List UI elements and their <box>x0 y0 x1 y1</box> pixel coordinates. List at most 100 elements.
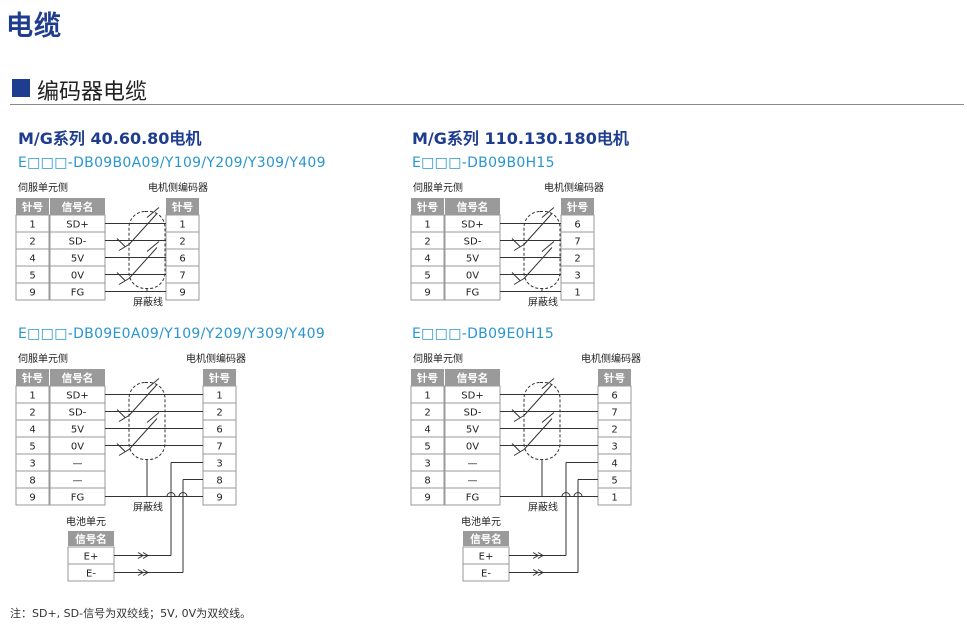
signal-label: 5V <box>71 254 84 265</box>
motor-pin-header: 针号 <box>208 372 230 385</box>
signal-label: 5V <box>466 425 479 436</box>
signal-label: 0V <box>466 442 479 453</box>
right-pin-label: 6 <box>574 220 580 231</box>
signal-header-cell <box>50 198 105 215</box>
pin-header-cell <box>411 369 444 386</box>
battery-signal-label: E- <box>481 569 491 580</box>
pin-header-cell <box>16 369 49 386</box>
left-pin-label: 5 <box>29 442 35 453</box>
motor-side-label: 电机侧编码器 <box>148 181 208 194</box>
left-pin-label: 2 <box>424 408 430 419</box>
page-title: 电缆 <box>6 11 62 42</box>
motor-pin-header: 针号 <box>566 201 588 214</box>
right-pin-label: 1 <box>574 288 580 299</box>
right-pin-label: 7 <box>179 271 185 282</box>
left-pin-label: 8 <box>29 476 35 487</box>
series-title-1: M/G系列 40.60.80电机 <box>18 129 202 148</box>
motor-side-label: 电机侧编码器 <box>581 352 641 365</box>
signal-header-cell <box>50 369 105 386</box>
right-pin-label: 3 <box>574 271 580 282</box>
signal-label: SD- <box>69 408 87 419</box>
servo-side-label: 伺服单元侧 <box>18 181 68 194</box>
signal-header: 信号名 <box>457 372 489 385</box>
right-pin-label: 3 <box>216 459 222 470</box>
pin-cell <box>15 282 50 301</box>
shield-label: 屏蔽线 <box>133 296 163 309</box>
motor-pin-header: 针号 <box>171 201 193 214</box>
signal-label: SD- <box>464 408 482 419</box>
twisted-pair-mark <box>118 384 158 422</box>
signal-header-cell <box>445 369 500 386</box>
motor-pin-header: 针号 <box>603 372 625 385</box>
shield-label: 屏蔽线 <box>528 501 558 514</box>
signal-header: 信号名 <box>457 201 489 214</box>
left-pin-label: 4 <box>424 425 430 436</box>
signal-label: 5V <box>466 254 479 265</box>
signal-label: SD- <box>69 237 87 248</box>
twisted-pair-mark <box>511 378 555 418</box>
twisted-pair-mark <box>118 418 158 456</box>
pin-header: 针号 <box>416 201 438 214</box>
left-pin-label: 3 <box>424 459 430 470</box>
pin-header: 针号 <box>21 201 43 214</box>
servo-side-label: 伺服单元侧 <box>413 352 463 365</box>
battery-signal-header: 信号名 <box>470 533 502 546</box>
pin-cell <box>410 282 445 301</box>
right-pin-label: 7 <box>216 442 222 453</box>
crossover-hop <box>178 492 188 497</box>
motor-side-label: 电机侧编码器 <box>186 352 246 365</box>
pin-header-cell <box>16 198 49 215</box>
pin-header-cell <box>411 198 444 215</box>
left-pin-label: 1 <box>424 220 430 231</box>
motor-pin-header-cell <box>166 198 199 215</box>
motor-side-label: 电机侧编码器 <box>544 181 604 194</box>
connector-arrow-icon <box>137 569 149 576</box>
motor-pin-header-cell <box>561 198 594 215</box>
section-title: 编码器电缆 <box>37 80 148 105</box>
signal-label: 5V <box>71 425 84 436</box>
right-pin-label: 2 <box>574 254 580 265</box>
pin-header: 针号 <box>416 372 438 385</box>
left-pin-label: 5 <box>29 271 35 282</box>
left-pin-label: 4 <box>29 254 35 265</box>
signal-label: — <box>468 476 478 487</box>
left-pin-label: 2 <box>29 237 35 248</box>
right-pin-label: 1 <box>216 391 222 402</box>
left-pin-label: 4 <box>29 425 35 436</box>
right-pin-label: 2 <box>216 408 222 419</box>
right-pin-label: 7 <box>574 237 580 248</box>
right-pin-label: 3 <box>611 442 617 453</box>
signal-label: SD- <box>464 237 482 248</box>
twisted-pair-mark <box>511 207 555 247</box>
signal-header: 信号名 <box>62 201 94 214</box>
signal-label: — <box>73 459 83 470</box>
twisted-pair-mark <box>511 412 555 452</box>
twisted-pair-mark <box>513 384 553 422</box>
right-pin-label: 5 <box>611 476 617 487</box>
crossover-hop <box>561 492 571 497</box>
twisted-pair-mark <box>116 207 160 247</box>
signal-label: 0V <box>71 271 84 282</box>
model-code-2: E□□□-DB09B0H15 <box>412 155 555 171</box>
left-pin-label: 1 <box>424 391 430 402</box>
left-pin-label: 4 <box>424 254 430 265</box>
model-code-1: E□□□-DB09B0A09/Y109/Y209/Y309/Y409 <box>18 155 326 171</box>
left-pin-label: 2 <box>424 237 430 248</box>
battery-label: 电池单元 <box>461 515 501 528</box>
series-title-2: M/G系列 110.130.180电机 <box>412 129 629 148</box>
pin-header: 针号 <box>21 372 43 385</box>
model-code-3: E□□□-DB09E0A09/Y109/Y209/Y309/Y409 <box>18 326 326 342</box>
shield-label: 屏蔽线 <box>133 501 163 514</box>
signal-label: — <box>73 476 83 487</box>
left-pin-label: 5 <box>424 271 430 282</box>
battery-label: 电池单元 <box>66 515 106 528</box>
pin-cell <box>15 487 50 506</box>
model-code-4: E□□□-DB09E0H15 <box>412 326 555 342</box>
connector-arrow-icon <box>532 569 544 576</box>
left-pin-label: 5 <box>424 442 430 453</box>
left-pin-label: 9 <box>424 493 430 504</box>
right-pin-label: 2 <box>611 425 617 436</box>
left-pin-label: 2 <box>29 408 35 419</box>
battery-signal-header: 信号名 <box>75 533 107 546</box>
